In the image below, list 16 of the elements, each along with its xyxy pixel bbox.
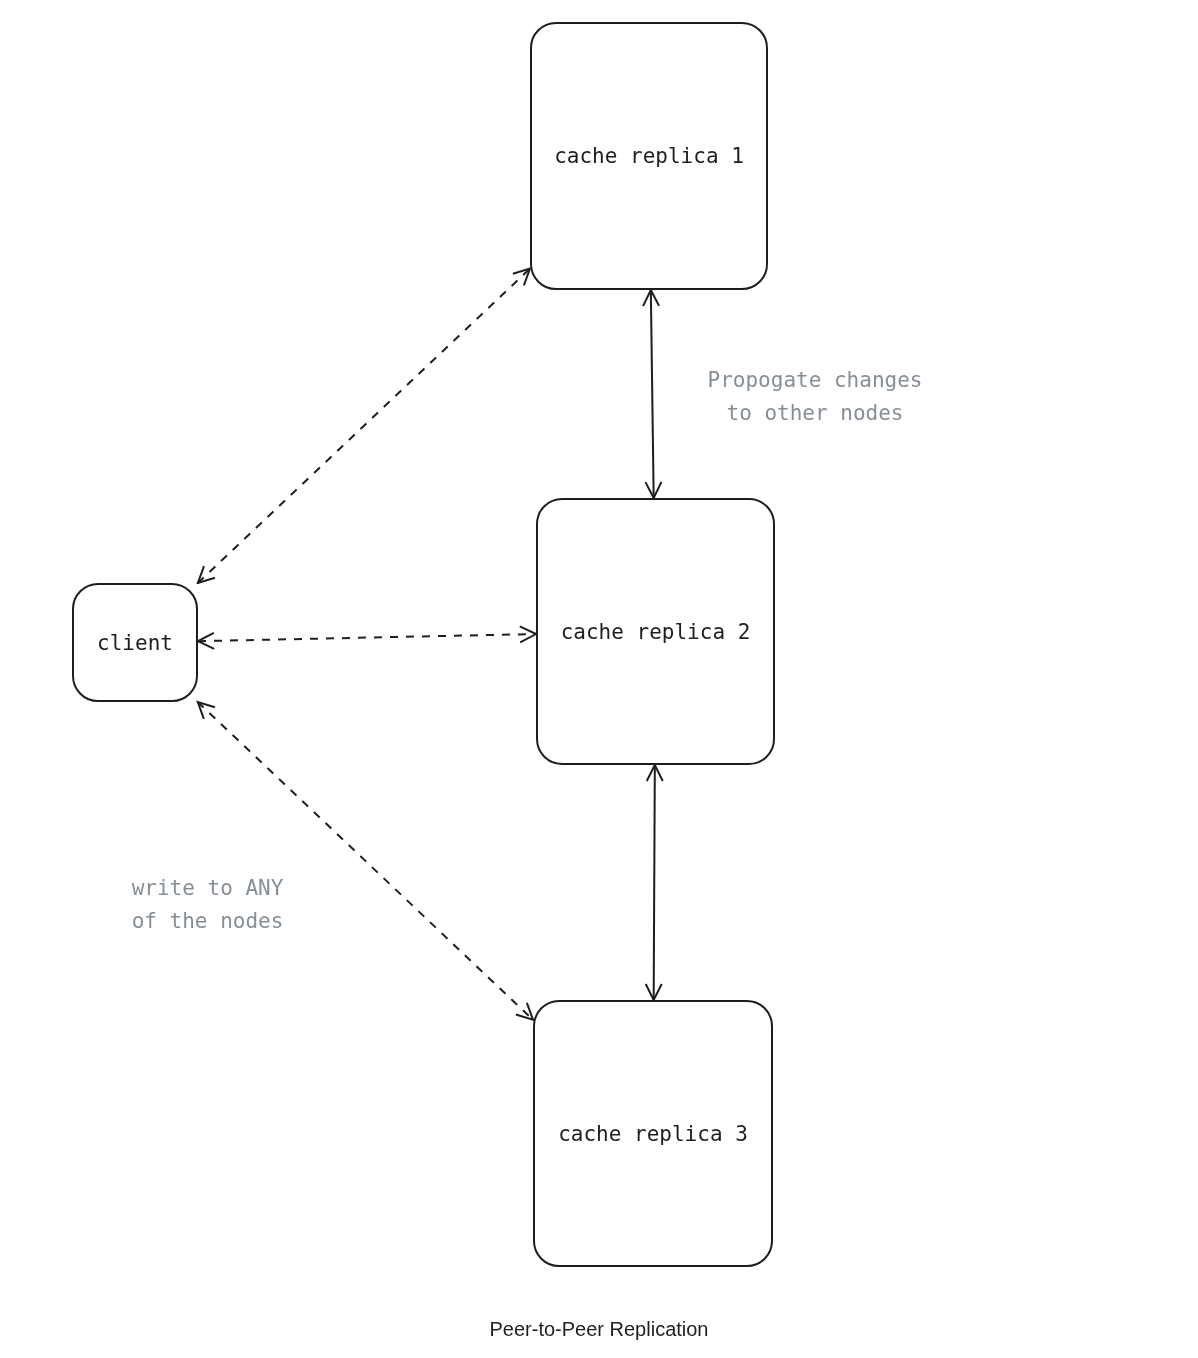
note-text: Propogate changes to other nodes — [706, 367, 924, 427]
node-label: cache replica 1 — [554, 144, 744, 168]
dashed-arrow — [197, 625, 537, 650]
caption: Peer-to-Peer Replication — [488, 1318, 710, 1341]
dashed-arrow — [196, 267, 531, 584]
node-label: cache replica 3 — [558, 1121, 748, 1146]
arrow — [644, 764, 664, 1001]
node-label: client — [97, 630, 173, 655]
replica-box — [533, 1000, 773, 1267]
replica-box — [530, 22, 768, 290]
node-label: cache replica 2 — [560, 619, 751, 644]
replica-box — [536, 498, 775, 765]
note-text: write to ANY of the nodes — [130, 875, 285, 935]
arrow — [642, 289, 663, 499]
dashed-arrow — [196, 701, 534, 1021]
client-box — [72, 583, 198, 702]
